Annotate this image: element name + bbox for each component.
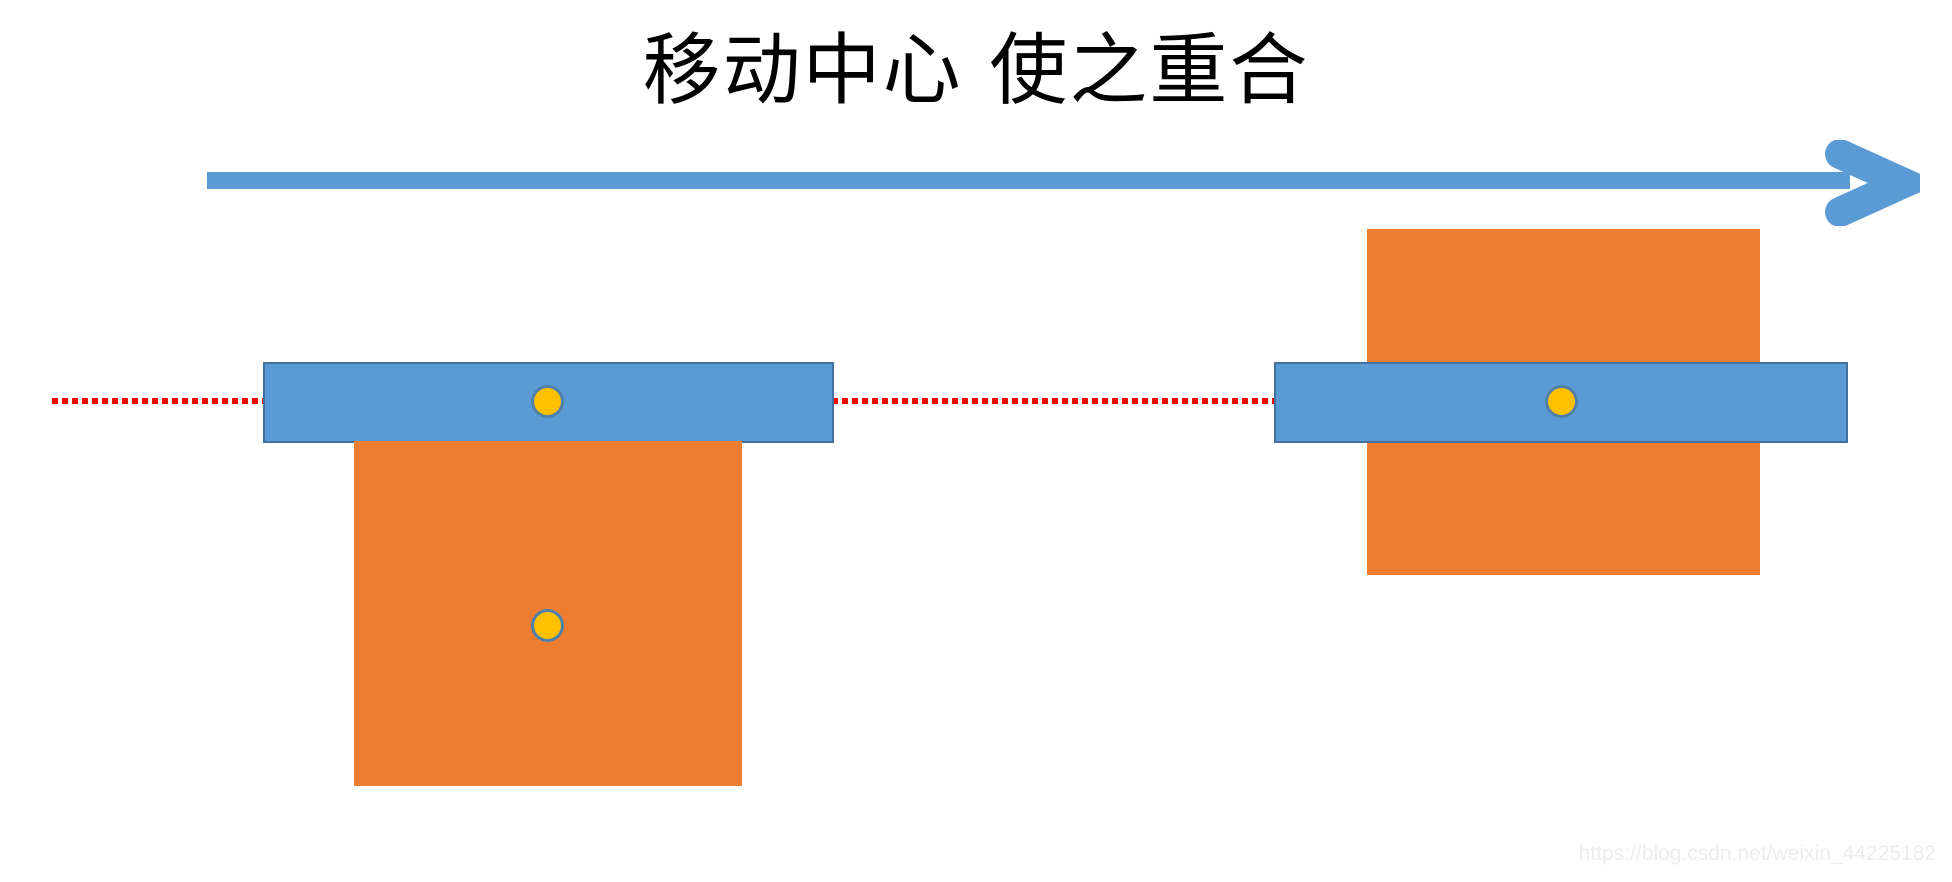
watermark-text: https://blog.csdn.net/weixin_44225182 [1578, 842, 1936, 865]
left-blue-center-dot [531, 385, 564, 418]
horizontal-center-alignment-line [52, 398, 1848, 404]
left-orange-center-dot [531, 609, 564, 642]
rightward-motion-arrow [207, 140, 1920, 226]
page-title: 移动中心 使之重合 [642, 26, 1310, 116]
arrow-head-icon [1825, 140, 1920, 226]
right-shared-center-dot [1545, 385, 1578, 418]
arrow-shaft [207, 172, 1850, 189]
